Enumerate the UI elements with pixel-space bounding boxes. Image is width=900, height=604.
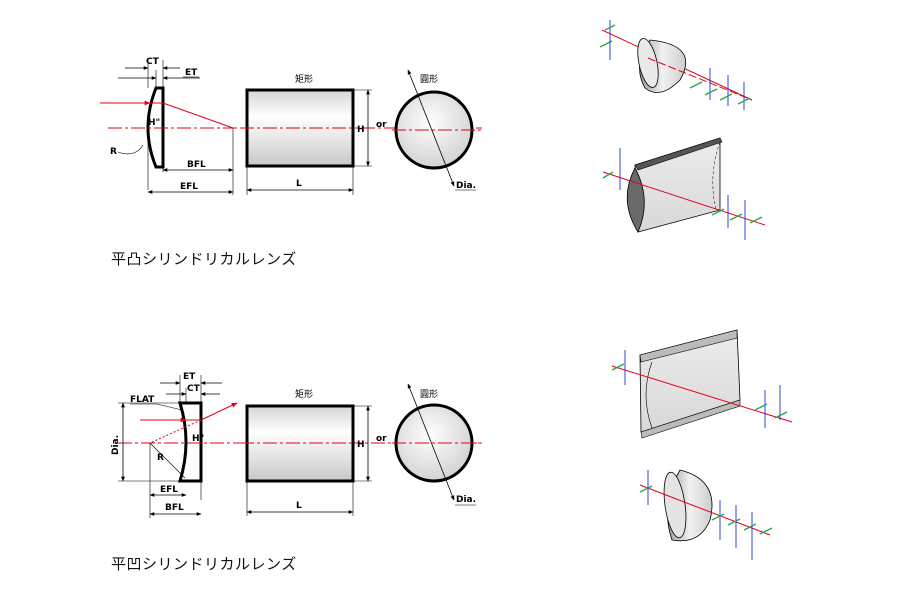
h-label-bottom: H bbox=[357, 440, 365, 450]
ct-label-bottom: CT bbox=[187, 384, 201, 394]
et-label-bottom: ET bbox=[183, 372, 196, 382]
h-prime-label-top: H" bbox=[148, 118, 160, 128]
efl-label-top: EFL bbox=[180, 182, 198, 192]
caption-plano-convex: 平凸シリンドリカルレンズ bbox=[111, 250, 297, 268]
or-label-bottom: or bbox=[376, 434, 387, 444]
r-label-top: R bbox=[110, 147, 117, 157]
h-prime-label-bottom: H" bbox=[192, 434, 204, 444]
plano-convex-diagram: CT ET H" R BFL EFL 矩形 L H or 圓形 Dia. bbox=[100, 57, 482, 195]
caption-plano-concave: 平凹シリンドリカルレンズ bbox=[111, 555, 297, 573]
diverging-ray-bottom bbox=[200, 402, 238, 421]
dia-label-bottom: Dia. bbox=[456, 495, 476, 505]
dia-left-label-bottom: Dia. bbox=[111, 435, 121, 455]
iso-concave-slab bbox=[611, 329, 793, 439]
rect-label-bottom: 矩形 bbox=[295, 388, 313, 400]
iso-convex-slab bbox=[602, 137, 766, 240]
r-label-bottom: R bbox=[157, 453, 164, 463]
circle-label-top: 圓形 bbox=[420, 73, 438, 85]
rect-label-top: 矩形 bbox=[295, 73, 313, 85]
et-label-top: ET bbox=[185, 68, 198, 78]
iso-convex-dome-top bbox=[599, 20, 753, 110]
circle-label-bottom: 圓形 bbox=[420, 388, 438, 400]
dia-label-top: Dia. bbox=[456, 181, 476, 191]
plano-concave-diagram: ET CT FLAT Dia. H" R EFL BFL 矩形 L bbox=[111, 372, 482, 518]
iso-concave-dome-bottom bbox=[639, 469, 773, 560]
ct-label-top: CT bbox=[146, 57, 160, 67]
bfl-label-bottom: BFL bbox=[165, 503, 184, 513]
flat-label-bottom: FLAT bbox=[130, 395, 155, 405]
l-label-top: L bbox=[296, 179, 302, 189]
l-label-bottom: L bbox=[296, 501, 302, 511]
h-label-top: H bbox=[357, 125, 365, 135]
efl-label-bottom: EFL bbox=[160, 485, 178, 495]
or-label-top: or bbox=[376, 120, 387, 130]
bfl-label-top: BFL bbox=[187, 160, 206, 170]
refracted-ray-top bbox=[162, 102, 234, 129]
